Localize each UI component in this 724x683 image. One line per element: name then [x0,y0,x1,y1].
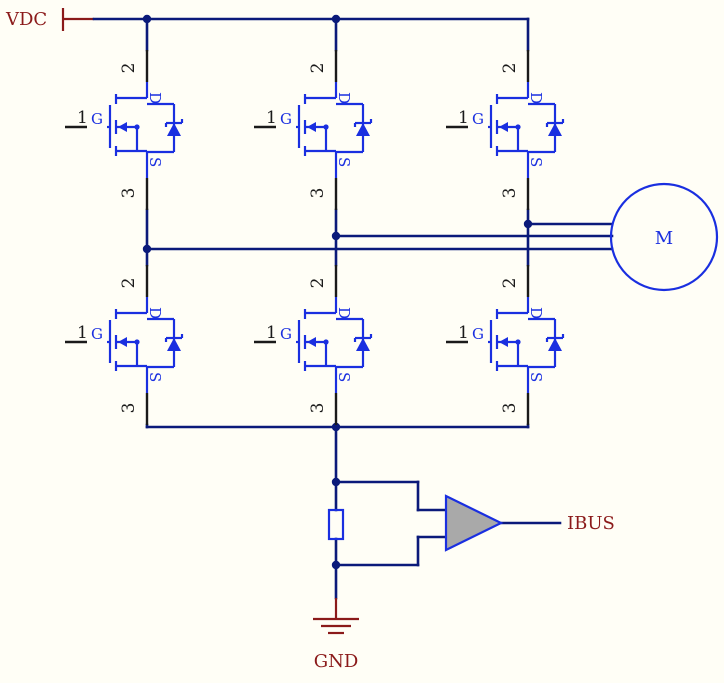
ibus-net-label: IBUS [567,513,615,534]
gate-pin-number: 1 [458,108,469,128]
drain-pin-number: 2 [308,278,328,289]
source-pin-number: 3 [308,403,328,414]
motor: M [609,182,719,292]
drain-pin-number: 2 [119,278,139,289]
gate-label: G [280,110,292,128]
source-label: S [527,157,545,167]
source-pin-number: 3 [119,188,139,199]
source-pin-number: 3 [500,403,520,414]
drain-label: D [527,92,545,104]
junction-dots [142,14,533,570]
gnd-net-label: GND [314,651,359,672]
vdc-net-label: VDC [5,9,47,30]
drain-label: D [335,92,353,104]
gate-pin-number: 1 [266,323,277,343]
gate-label: G [91,110,103,128]
source-pin-number: 3 [500,188,520,199]
source-label: S [335,157,353,167]
gate-pin-number: 1 [266,108,277,128]
source-pin-number: 3 [119,403,139,414]
source-label: S [146,372,164,382]
gate-pin-number: 1 [77,323,88,343]
gate-pin-number: 1 [458,323,469,343]
drain-pin-number: 2 [500,63,520,74]
ground-symbol [313,598,359,635]
drain-pin-number: 2 [500,278,520,289]
drain-label: D [146,307,164,319]
gate-label: G [472,325,484,343]
vdc-port-symbol [61,8,94,31]
source-label: S [527,372,545,382]
current-sense-amplifier [444,494,504,552]
source-label: S [146,157,164,167]
drain-label: D [527,307,545,319]
motor-symbol [609,182,719,292]
drain-label: D [146,92,164,104]
drain-pin-number: 2 [308,63,328,74]
shunt-resistor [327,508,345,541]
drain-label: D [335,307,353,319]
drain-pin-number: 2 [119,63,139,74]
gate-pin-number: 1 [77,108,88,128]
gate-label: G [280,325,292,343]
gate-label: G [472,110,484,128]
gate-label: G [91,325,103,343]
motor-label: M [655,228,673,249]
source-pin-number: 3 [308,188,328,199]
source-label: S [335,372,353,382]
